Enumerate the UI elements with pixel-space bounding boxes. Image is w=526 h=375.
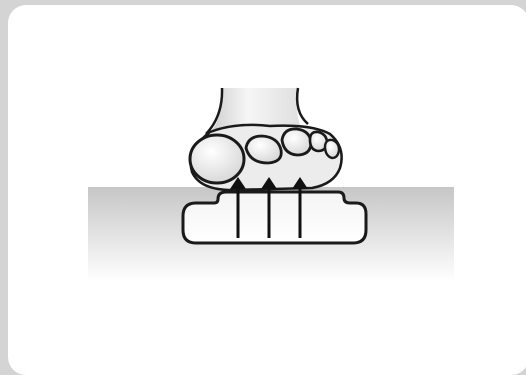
foot-pressure-illustration [0,0,526,367]
ankle-right-contour [297,88,308,124]
second-toe [246,136,281,163]
third-toe [282,129,311,155]
big-toe [190,135,244,183]
ankle [212,88,302,130]
little-toe [325,140,339,158]
